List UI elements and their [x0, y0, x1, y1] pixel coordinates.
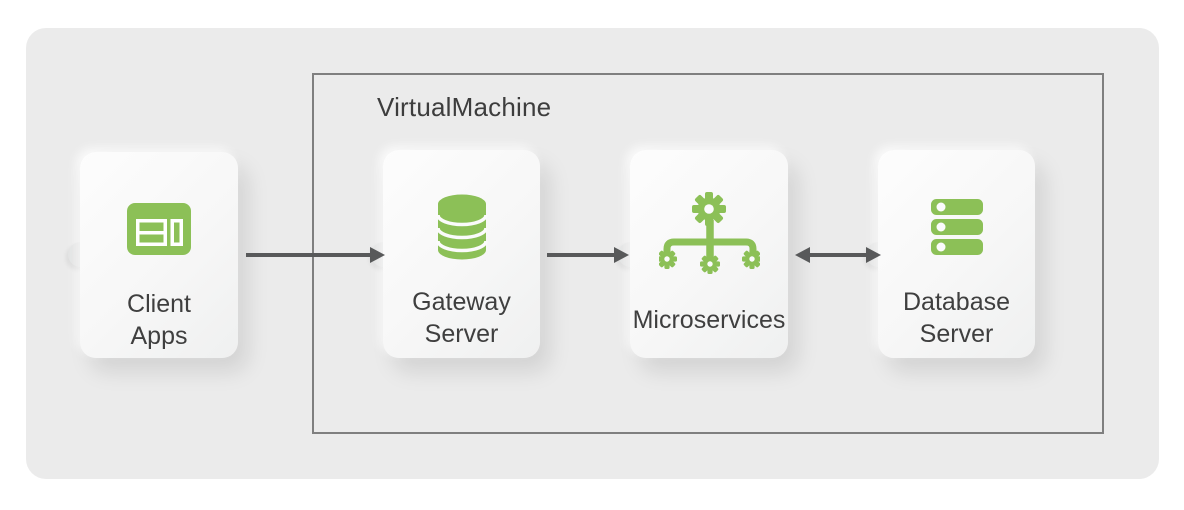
node-label-line: Apps [130, 322, 188, 350]
node-label-line: Gateway [412, 288, 511, 316]
browser-window-icon [80, 152, 238, 288]
node-label: Database Server [878, 286, 1035, 360]
server-stack-icon [878, 150, 1035, 286]
node-label-line: Server [919, 320, 994, 348]
arrow-gateway-to-microservices [547, 253, 614, 257]
node-label-line: Database [902, 288, 1011, 316]
node-label-line: Microservices [632, 306, 786, 334]
node-database-server: Database Server [878, 150, 1035, 358]
arrow-client-to-gateway [246, 253, 370, 257]
node-label: Gateway Server [383, 286, 540, 360]
gears-network-icon [630, 150, 788, 292]
node-label-line: Server [424, 320, 499, 348]
node-label-line: Client [127, 290, 191, 318]
database-cylinder-icon [383, 150, 540, 286]
node-gateway-server: Gateway Server [383, 150, 540, 358]
node-client-apps: Client Apps [80, 152, 238, 358]
node-microservices: Microservices [630, 150, 788, 358]
virtual-machine-label: VirtualMachine [377, 92, 552, 122]
arrow-microservices-database-bidirectional [810, 253, 866, 257]
node-label: Microservices [630, 292, 788, 358]
node-label: Client Apps [80, 288, 238, 362]
